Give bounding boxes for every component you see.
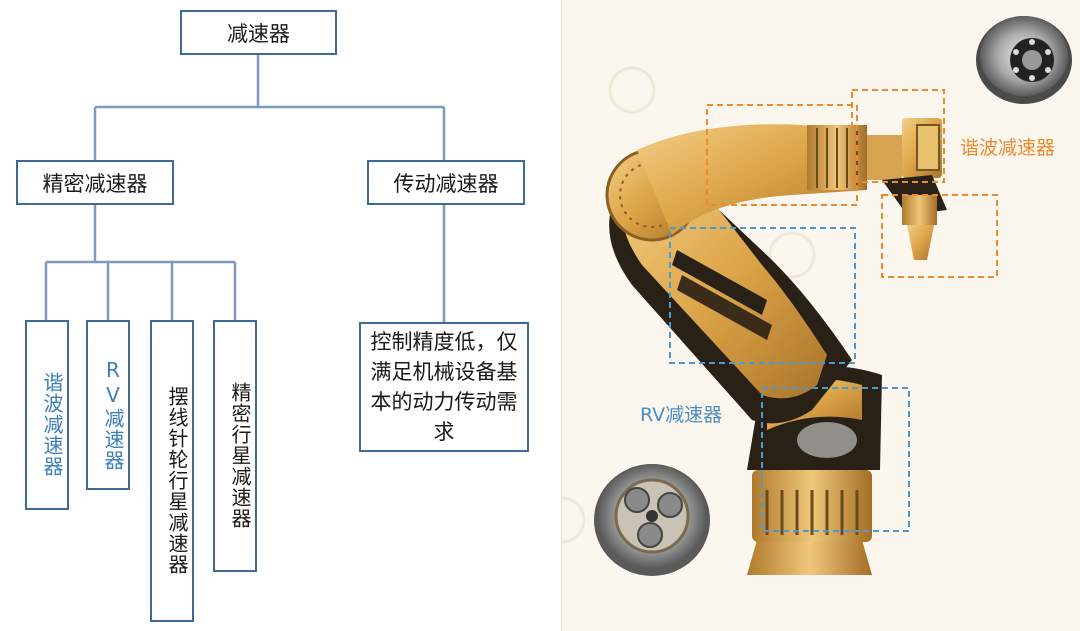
leaf-planetary: 精密行星减速器 [213, 320, 257, 572]
robot-arm-illustration [562, 16, 1072, 576]
tree-connectors [44, 55, 446, 322]
robot-panel: 谐波减速器 RV减速器 [562, 0, 1080, 631]
harmonic-reducer-image [976, 16, 1072, 104]
leaf-rv: RV减速器 [86, 320, 130, 490]
leaf-harmonic: 谐波减速器 [25, 320, 69, 510]
leaf-cycloid: 摆线针轮行星减速器 [150, 320, 194, 622]
root-node: 减速器 [180, 10, 337, 55]
harmonic-label: 谐波减速器 [960, 137, 1056, 159]
tree-panel: 减速器 精密减速器 传动减速器 谐波减速器 RV减速器 摆线针轮行星减速器 精密… [16, 10, 529, 622]
watermark [562, 66, 816, 544]
transmission-note: 控制精度低，仅满足机械设备基本的动力传动需求 [359, 322, 529, 452]
highlight-boxes [669, 89, 998, 532]
precision-node: 精密减速器 [16, 160, 174, 205]
rv-label: RV减速器 [640, 404, 723, 426]
panel-divider [561, 0, 562, 631]
rv-reducer-image [594, 464, 710, 576]
robot-wrist [882, 175, 947, 260]
transmission-node: 传动减速器 [367, 160, 525, 205]
robot-upper-arm [637, 118, 942, 235]
